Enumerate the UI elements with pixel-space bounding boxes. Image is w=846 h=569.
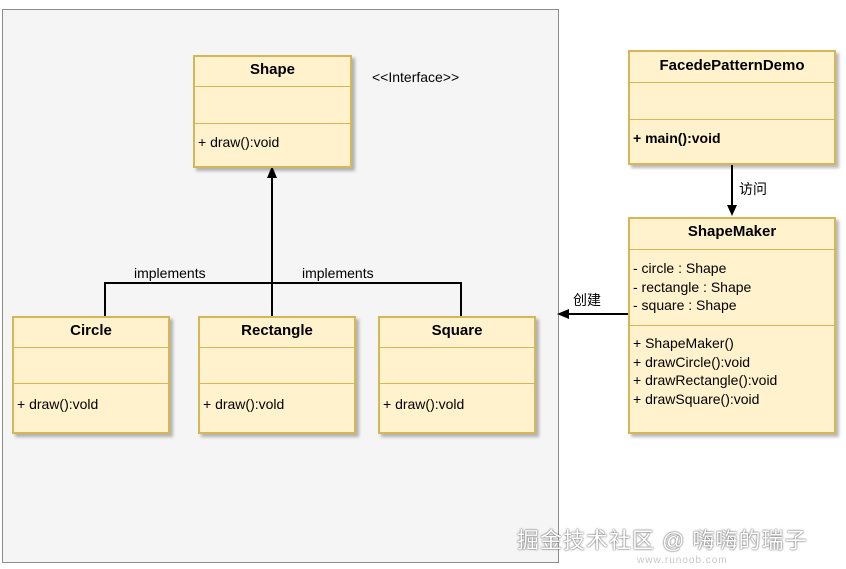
facade-demo-divider-1 <box>630 82 834 83</box>
rectangle-method-draw: + draw():vold <box>203 396 285 412</box>
circle-divider-1 <box>14 347 168 348</box>
facade-demo-divider-2 <box>630 119 834 120</box>
circle-methods: + draw():vold <box>17 395 165 414</box>
interface-stereotype-note: <<Interface>> <box>372 69 460 85</box>
shape-maker-method: + drawCircle():void <box>633 353 751 370</box>
shape-maker-field: - rectangle : Shape <box>633 278 752 295</box>
circle-title: Circle <box>70 322 112 339</box>
rectangle-class: Rectangle + draw():vold <box>198 316 356 434</box>
shape-maker-class: ShapeMaker - circle : Shape - rectangle … <box>628 217 836 434</box>
watermark-text: 掘金技术社区 @ 嗨嗨的瑞子 <box>517 528 808 553</box>
facade-demo-class: FacedePatternDemo + main():void <box>628 50 836 165</box>
rectangle-divider-1 <box>200 347 354 348</box>
access-label: 访问 <box>739 181 767 197</box>
circle-implements-line <box>104 282 272 316</box>
shape-maker-method: + drawRectangle():void <box>633 372 778 388</box>
shape-title: Shape <box>249 61 295 78</box>
shape-maker-fields: - circle : Shape - rectangle : Shape - s… <box>633 259 831 315</box>
rectangle-title: Rectangle <box>241 322 313 339</box>
circle-method-draw: + draw():vold <box>17 396 99 412</box>
rectangle-divider-2 <box>200 383 354 384</box>
shape-maker-divider-1 <box>630 249 834 250</box>
shape-maker-methods: + ShapeMaker() + drawCircle():void + dra… <box>633 334 831 408</box>
facade-demo-methods: + main():void <box>633 129 831 148</box>
shape-maker-method: + ShapeMaker() <box>633 335 734 351</box>
shape-methods: + draw():void <box>198 133 347 152</box>
create-arrowhead <box>557 309 569 319</box>
square-method-draw: + draw():vold <box>383 396 465 412</box>
rectangle-methods: + draw():vold <box>203 395 351 414</box>
square-divider-2 <box>380 383 534 384</box>
shape-maker-field: - square : Shape <box>633 297 737 313</box>
square-title: Square <box>431 322 483 339</box>
shape-method-draw: + draw():void <box>198 134 280 150</box>
shape-interface-class: Shape + draw():void <box>193 55 352 168</box>
facade-demo-method-main: + main():void <box>633 130 721 146</box>
square-class: Square + draw():vold <box>378 316 536 434</box>
square-divider-1 <box>380 347 534 348</box>
shape-divider-2 <box>195 123 350 124</box>
create-label: 创建 <box>573 292 601 308</box>
shape-maker-title: ShapeMaker <box>687 223 777 240</box>
implements-label-right: implements <box>302 265 374 281</box>
circle-class: Circle + draw():vold <box>12 316 170 434</box>
watermark-url: www.runoob.com <box>637 555 728 566</box>
shape-maker-field: - circle : Shape <box>633 260 727 276</box>
implements-label-left: implements <box>134 265 206 281</box>
facade-demo-title: FacedePatternDemo <box>659 57 805 74</box>
square-methods: + draw():vold <box>383 395 531 414</box>
shape-divider-1 <box>195 86 350 87</box>
shape-maker-divider-2 <box>630 325 834 326</box>
interface-arrowhead <box>267 166 277 178</box>
shape-maker-method: + drawSquare():void <box>633 390 760 407</box>
access-arrowhead <box>727 205 737 216</box>
circle-divider-2 <box>14 383 168 384</box>
square-implements-line <box>272 282 462 316</box>
